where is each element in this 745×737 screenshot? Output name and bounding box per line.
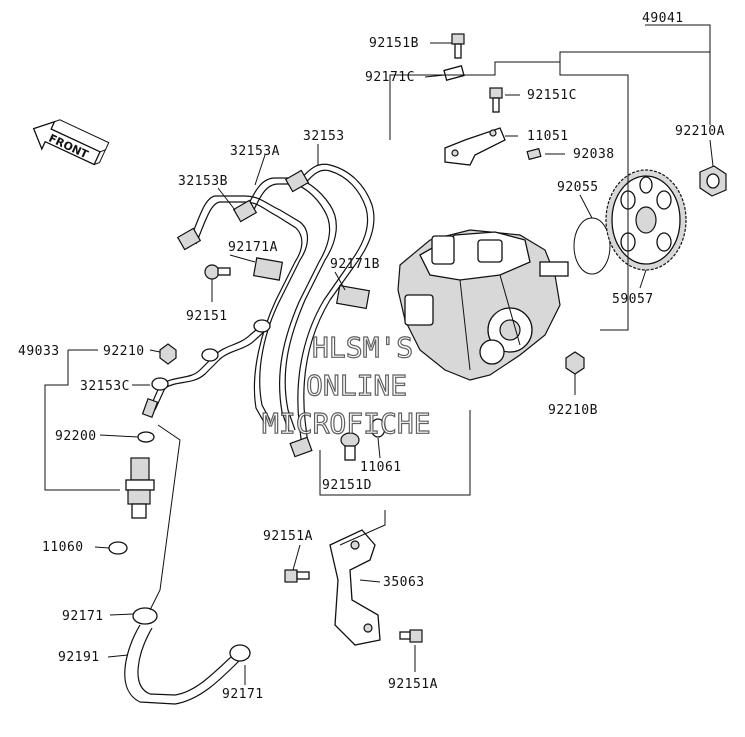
label-92151C: 92151C <box>527 88 577 103</box>
pipe-nut-lower <box>289 436 313 458</box>
label-92038: 92038 <box>573 147 615 162</box>
bracket-35063 <box>329 529 381 646</box>
label-32153: 32153 <box>303 129 345 144</box>
nut-92210A <box>699 165 727 197</box>
washer-92200 <box>137 431 155 443</box>
bolt-92151C <box>489 87 503 113</box>
o-ring-92055 <box>573 217 611 275</box>
injector-49033 <box>125 457 155 519</box>
label-92151A-bottom: 92151A <box>388 677 438 692</box>
hose-92191 <box>124 624 241 705</box>
label-32153A: 32153A <box>230 144 280 159</box>
label-92171-bottom: 92171 <box>222 687 264 702</box>
nut-92210 <box>159 343 177 365</box>
washer-11061 <box>370 418 386 438</box>
watermark-line-3: MICROFICHE <box>262 407 431 440</box>
clamp-92171-left <box>132 607 158 625</box>
bolt-92151B <box>451 33 465 59</box>
nut-92210B <box>565 351 585 375</box>
return-pipe-32153C <box>141 319 271 418</box>
injection-pipes <box>176 163 375 458</box>
label-92151B: 92151B <box>369 36 419 51</box>
label-92171-left: 92171 <box>62 609 104 624</box>
label-49041: 49041 <box>642 11 684 26</box>
label-35063: 35063 <box>383 575 425 590</box>
label-92151: 92151 <box>186 309 228 324</box>
watermark: HLSM'S ONLINE MICROFICHE <box>261 330 431 440</box>
watermark-line-2: ONLINE <box>306 369 407 402</box>
label-92210B: 92210B <box>548 403 598 418</box>
label-92210: 92210 <box>103 344 145 359</box>
washer-11060 <box>108 541 128 555</box>
bolt-92151D <box>340 432 360 461</box>
bracket-11051 <box>444 127 506 166</box>
label-11061: 11061 <box>360 460 402 475</box>
label-92171C: 92171C <box>365 70 415 85</box>
label-92171B: 92171B <box>330 257 380 272</box>
label-59057: 59057 <box>612 292 654 307</box>
label-92151A-top: 92151A <box>263 529 313 544</box>
injection-pump <box>397 229 569 381</box>
label-49033: 49033 <box>18 344 60 359</box>
gear-59057 <box>605 169 687 271</box>
label-92210A: 92210A <box>675 124 725 139</box>
label-92055: 92055 <box>557 180 599 195</box>
key-92038 <box>526 147 542 161</box>
watermark-line-1: HLSM'S <box>312 331 413 364</box>
pipe-nut-32153B <box>176 227 202 251</box>
label-92151D: 92151D <box>322 478 372 493</box>
bolt-92151A-bottom <box>399 629 423 643</box>
bolt-92151A-top <box>284 569 310 583</box>
clamp-92171-bottom <box>229 644 251 662</box>
clamp-92171B <box>335 284 371 310</box>
front-arrow-icon: FRONT <box>32 119 110 166</box>
label-92171A: 92171A <box>228 240 278 255</box>
bolt-92151 <box>204 264 231 280</box>
label-92200: 92200 <box>55 429 97 444</box>
clamp-92171A <box>252 257 284 281</box>
pipe-nut-32153A <box>232 199 258 223</box>
clip-92171C <box>443 65 465 81</box>
pipe-nut-32153 <box>284 169 310 193</box>
label-32153C: 32153C <box>80 379 130 394</box>
label-11060: 11060 <box>42 540 84 555</box>
label-92191: 92191 <box>58 650 100 665</box>
label-11051: 11051 <box>527 129 569 144</box>
label-32153B: 32153B <box>178 174 228 189</box>
leader-lines <box>44 24 714 685</box>
front-label: FRONT <box>47 132 91 162</box>
callout-labels: 49041 92151B 92171C 92151C 92210A 11051 … <box>18 11 725 702</box>
